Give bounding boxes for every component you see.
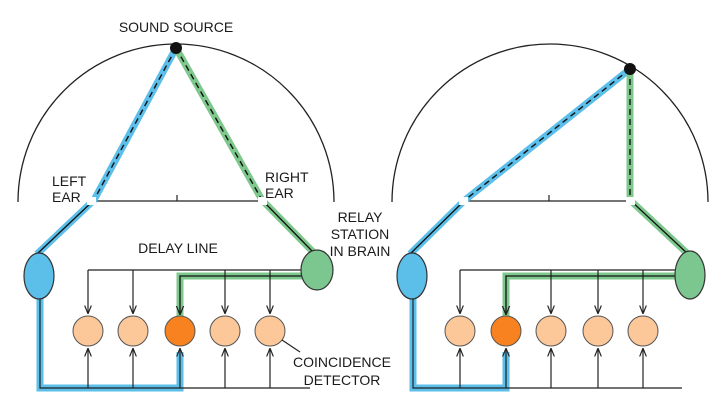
top-delay-line [88,269,304,313]
coincidence-detector-label-line1: COINCIDENCE [293,354,391,370]
detector-5 [627,315,659,347]
detector-3-active [164,315,196,347]
detector-5 [254,315,286,347]
detector-3 [535,315,567,347]
bottom-delay-line [412,298,682,389]
left-ear-label-line1: LEFT [52,173,87,189]
head-outline [391,43,709,203]
detector-1 [72,315,104,347]
sound-source-dot [624,63,636,75]
panel-source-centered: SOUND SOURCE LEFT EAR RIGHT EAR RELAY ST… [17,19,391,392]
sound-source-label: SOUND SOURCE [119,19,233,35]
detector-2-active [490,315,522,347]
panel-source-right [391,43,709,392]
relay-station-left [23,252,55,300]
relay-station-label-line3: IN BRAIN [330,243,391,259]
right-ear-signal-path [172,46,318,257]
detector-2 [117,315,149,347]
top-delay-line [460,269,677,313]
relay-station-label-line2: STATION [331,226,390,242]
detector-1 [444,315,476,347]
right-ear-signal-path [626,69,691,257]
coincidence-detectors [444,315,659,347]
delay-line-label: DELAY LINE [138,240,218,256]
coincidence-detector-label-line2: DETECTOR [304,372,381,388]
right-ear-label-line2: EAR [265,185,294,201]
relay-station-label-line1: RELAY [338,209,384,225]
relay-station-right [300,249,334,291]
right-ear-label-line1: RIGHT [265,169,309,185]
sound-source-dot [170,42,182,54]
left-ear-label-line2: EAR [52,189,81,205]
relay-station-left [396,252,428,300]
detector-4 [209,315,241,347]
left-ear-signal-path [407,66,633,257]
relay-station-right [674,250,706,300]
left-ear-signal-path [34,46,180,257]
detector-4 [582,315,614,347]
coincidence-detectors [72,315,286,347]
bottom-delay-line [39,298,310,389]
